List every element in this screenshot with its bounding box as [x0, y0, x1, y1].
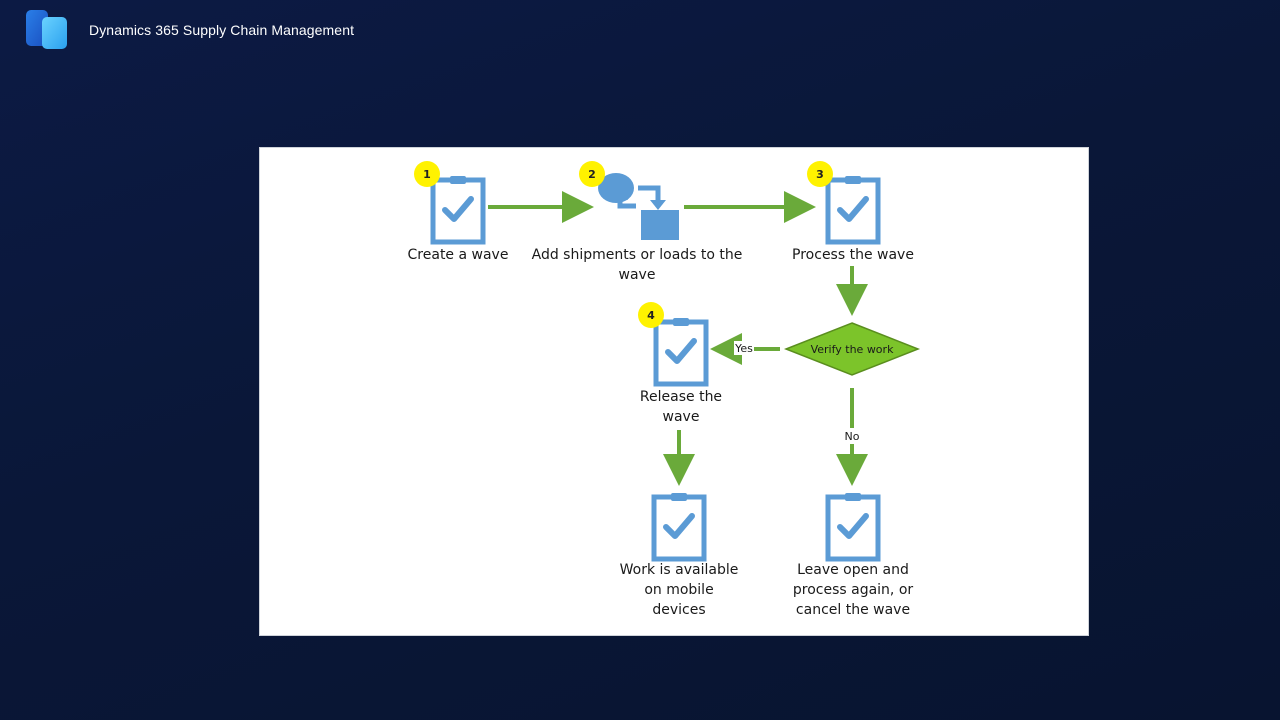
outcome-work-available: Work is available on mobile devices: [620, 493, 739, 618]
step-3-process-wave: 3 Process the wave: [792, 161, 914, 263]
outcome-label: on mobile: [644, 582, 713, 598]
clipboard-check-icon: [654, 493, 704, 559]
yes-label: Yes: [734, 342, 753, 355]
step-label: Create a wave: [408, 247, 509, 263]
step-number: 1: [423, 168, 431, 181]
clipboard-check-icon: [828, 493, 878, 559]
outcome-leave-open: Leave open and process again, or cancel …: [793, 493, 914, 618]
step-number: 4: [647, 309, 655, 322]
app-title: Dynamics 365 Supply Chain Management: [89, 22, 355, 38]
step-label: wave: [663, 409, 700, 425]
outcome-label: Work is available: [620, 562, 739, 578]
outcome-label: cancel the wave: [796, 602, 910, 618]
dynamics-365-logo-icon: [26, 10, 67, 49]
outcome-label: process again, or: [793, 582, 914, 598]
clipboard-check-icon: [828, 176, 878, 242]
clipboard-check-icon: [656, 318, 706, 384]
decision-verify-work: Verify the work: [783, 322, 921, 376]
step-2-add-shipments: 2 Add shipments or loads to the wave: [532, 161, 743, 283]
step-label: Process the wave: [792, 247, 914, 263]
top-bar: Dynamics 365 Supply Chain Management: [0, 0, 1280, 60]
outcome-label: Leave open and: [797, 562, 909, 578]
step-label: Add shipments or loads to the: [532, 247, 743, 263]
step-badge: [638, 302, 664, 328]
step-number: 3: [816, 168, 824, 181]
diagram-canvas: 1 Create a wave 2 Add shipments or loads…: [408, 161, 921, 618]
step-badge: [807, 161, 833, 187]
clipboard-check-icon: [433, 176, 483, 242]
outcome-label: devices: [652, 602, 705, 618]
step-label: Release the: [640, 389, 722, 405]
decision-diamond: [783, 322, 921, 376]
add-to-wave-icon: [598, 173, 679, 240]
wave-process-diagram: 1 Create a wave 2 Add shipments or loads…: [260, 148, 1088, 635]
step-label: wave: [619, 267, 656, 283]
step-badge: [579, 161, 605, 187]
decision-label: Verify the work: [811, 343, 895, 356]
step-1-create-wave: 1 Create a wave: [408, 161, 509, 263]
step-badge: [414, 161, 440, 187]
step-4-release-wave: 4 Release the wave: [638, 302, 722, 425]
step-number: 2: [588, 168, 596, 181]
no-label: No: [845, 430, 860, 443]
